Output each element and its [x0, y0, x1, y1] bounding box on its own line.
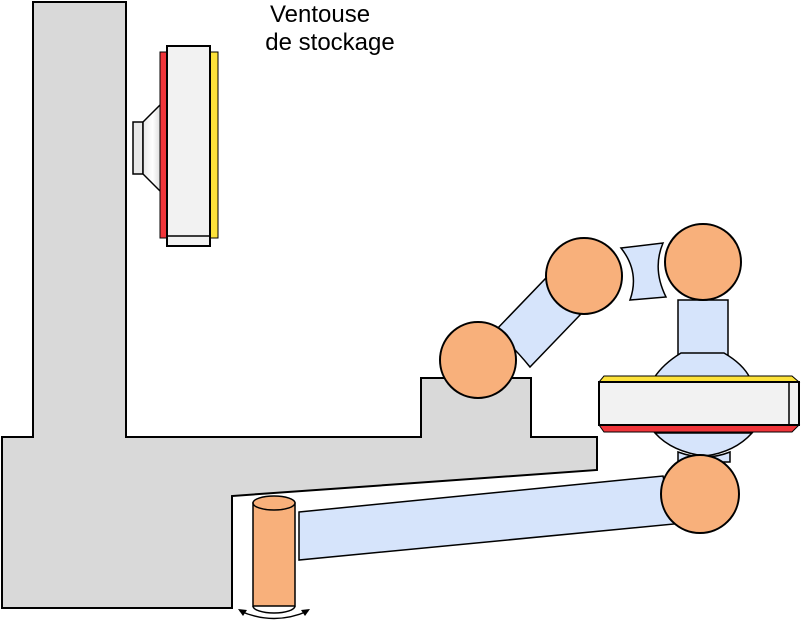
base-rotation-joint — [238, 495, 310, 620]
stored-panel-yellow-edge — [209, 51, 219, 239]
held-panel-body — [598, 381, 800, 426]
cup-mount — [132, 121, 144, 175]
tool-flange-upper — [652, 352, 752, 379]
held-panel-red-edge — [598, 424, 801, 433]
arm-link-elbow-wrist — [619, 242, 668, 301]
rotation-arrow-icon — [239, 610, 309, 620]
lower-arm-joint — [660, 454, 740, 534]
storage-cup-label-line1: Ventouse — [270, 1, 370, 28]
storage-cup-label-line2: de stockage — [265, 29, 394, 56]
wrist-vertical-link — [677, 299, 729, 356]
base-cylinder-bottom — [252, 605, 296, 614]
lower-arm-link — [298, 475, 675, 561]
storage-suction-cup — [132, 101, 163, 195]
rotation-arrow-head-left — [238, 609, 247, 616]
base-cylinder-top — [252, 495, 296, 511]
base-cylinder-body — [252, 502, 296, 607]
stored-panel — [159, 45, 219, 247]
held-panel — [597, 375, 801, 433]
cup-body — [142, 101, 163, 195]
shoulder-joint — [439, 321, 517, 399]
lower-suction-cup — [653, 432, 754, 457]
elbow-joint — [545, 237, 623, 315]
rotation-arrow-head-right — [301, 609, 310, 616]
wrist-joint — [664, 223, 742, 301]
stored-panel-body — [166, 45, 211, 247]
